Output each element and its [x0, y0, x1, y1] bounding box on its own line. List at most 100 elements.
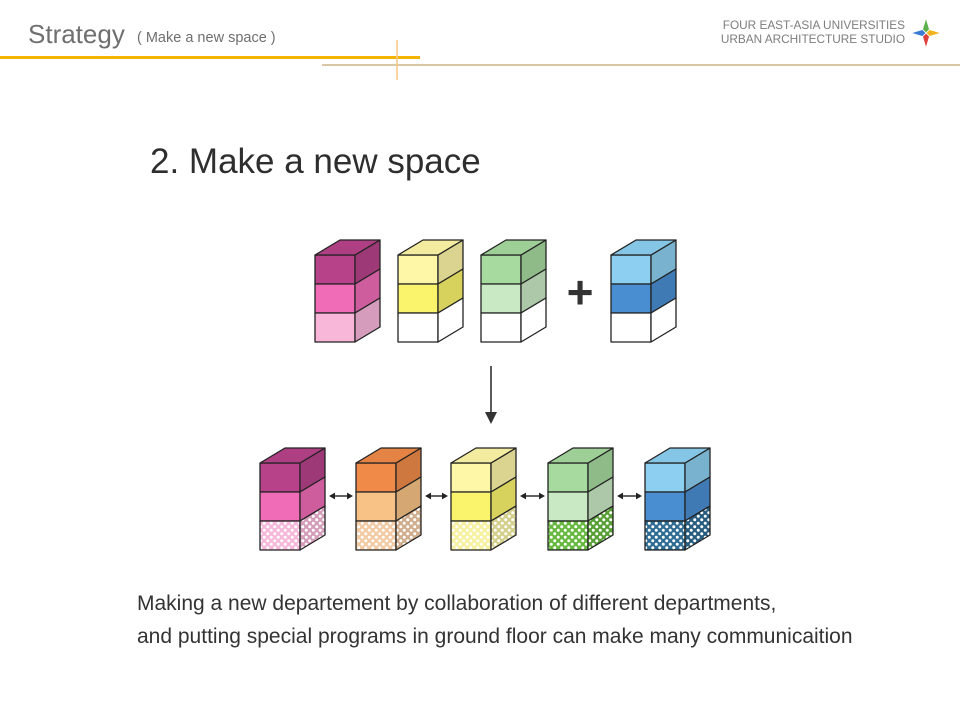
arrow-head-right	[442, 492, 448, 500]
cube-tier	[480, 297, 547, 343]
cube-top-face	[547, 447, 614, 464]
cube-stack	[450, 447, 517, 551]
cube-tier	[355, 505, 422, 551]
arrow-head-right	[347, 492, 353, 500]
cube-tier	[450, 505, 517, 551]
cube-stack	[314, 239, 381, 343]
cube-side-face	[299, 505, 326, 551]
double-arrow-icon	[329, 492, 353, 500]
four-color-star-logo-icon	[910, 17, 942, 49]
arrow-head-right	[636, 492, 642, 500]
cube-tier	[450, 476, 517, 522]
cube-side-face	[354, 297, 381, 343]
cube-front-face	[314, 254, 356, 285]
cube-tier	[480, 239, 547, 285]
diagram-title: 2. Make a new space	[150, 142, 481, 181]
cube-front-face	[480, 312, 522, 343]
cube-side-face	[490, 505, 517, 551]
cube-stack	[547, 447, 614, 551]
cube-tier	[450, 447, 517, 493]
cube-tier	[314, 268, 381, 314]
cube-front-face	[547, 462, 589, 493]
cube-side-face	[650, 297, 677, 343]
cube-front-face	[610, 283, 652, 314]
double-arrow-icon	[425, 492, 448, 500]
cube-top-face	[397, 239, 464, 256]
cube-front-face	[450, 491, 492, 522]
cube-front-face	[547, 520, 589, 551]
cube-tier	[259, 447, 326, 493]
cube-front-face	[610, 254, 652, 285]
arrow-head	[485, 412, 497, 424]
org-name-line1: FOUR EAST-ASIA UNIVERSITIES	[722, 18, 905, 32]
logo-arm-left	[910, 29, 927, 37]
cube-tier	[547, 476, 614, 522]
org-name-line2: URBAN ARCHITECTURE STUDIO	[720, 32, 905, 46]
arrow-head-left	[520, 492, 526, 500]
cube-front-face	[355, 520, 397, 551]
cube-tier	[610, 239, 677, 285]
cube-tier	[547, 505, 614, 551]
cube-front-face	[644, 462, 686, 493]
cube-side-face	[395, 505, 422, 551]
cube-side-face	[684, 505, 711, 551]
cube-stack	[259, 447, 326, 551]
cube-top-face	[259, 447, 326, 464]
cube-front-face	[644, 520, 686, 551]
cube-tier	[644, 476, 711, 522]
cube-tier	[610, 268, 677, 314]
cube-tier	[259, 505, 326, 551]
page-subtitle: ( Make a new space )	[137, 30, 276, 46]
cube-front-face	[355, 491, 397, 522]
cube-front-face	[450, 520, 492, 551]
caption-line-1: Making a new departement by collaboratio…	[137, 592, 777, 615]
cube-stack	[480, 239, 547, 343]
double-arrow-icon	[520, 492, 545, 500]
cube-tier	[644, 505, 711, 551]
cube-stack	[397, 239, 464, 343]
cube-top-face	[314, 239, 381, 256]
header-marker-rule	[396, 40, 398, 80]
cube-front-face	[355, 462, 397, 493]
caption-line-2: and putting special programs in ground f…	[137, 625, 853, 648]
cube-front-face	[547, 491, 589, 522]
after-stacks-row	[259, 447, 711, 551]
cube-front-face	[314, 283, 356, 314]
cube-front-face	[397, 283, 439, 314]
header-accent-rule	[0, 56, 420, 59]
cube-side-face	[587, 505, 614, 551]
plus-sign: +	[567, 266, 594, 318]
cube-top-face	[644, 447, 711, 464]
cube-front-face	[397, 254, 439, 285]
cube-side-face	[520, 297, 547, 343]
cube-tier	[397, 297, 464, 343]
cube-front-face	[259, 491, 301, 522]
cube-tier	[397, 268, 464, 314]
page-title: Strategy	[28, 19, 125, 49]
arrow-head-left	[329, 492, 335, 500]
cube-tier	[355, 447, 422, 493]
cube-top-face	[610, 239, 677, 256]
cube-tier	[355, 476, 422, 522]
cube-top-face	[480, 239, 547, 256]
cube-front-face	[259, 520, 301, 551]
cube-tier	[314, 239, 381, 285]
arrow-head-right	[539, 492, 545, 500]
cube-stack	[644, 447, 711, 551]
header-divider-rule	[322, 64, 960, 66]
exchange-arrows	[329, 492, 642, 500]
arrow-head-left	[425, 492, 431, 500]
cube-tier	[314, 297, 381, 343]
cube-front-face	[610, 312, 652, 343]
cube-front-face	[480, 283, 522, 314]
before-stacks-row	[314, 239, 677, 343]
cube-front-face	[314, 312, 356, 343]
cube-stack	[355, 447, 422, 551]
cube-front-face	[259, 462, 301, 493]
cube-stack	[610, 239, 677, 343]
cube-side-face	[437, 297, 464, 343]
cube-front-face	[644, 491, 686, 522]
arrow-head-left	[617, 492, 623, 500]
double-arrow-icon	[617, 492, 642, 500]
